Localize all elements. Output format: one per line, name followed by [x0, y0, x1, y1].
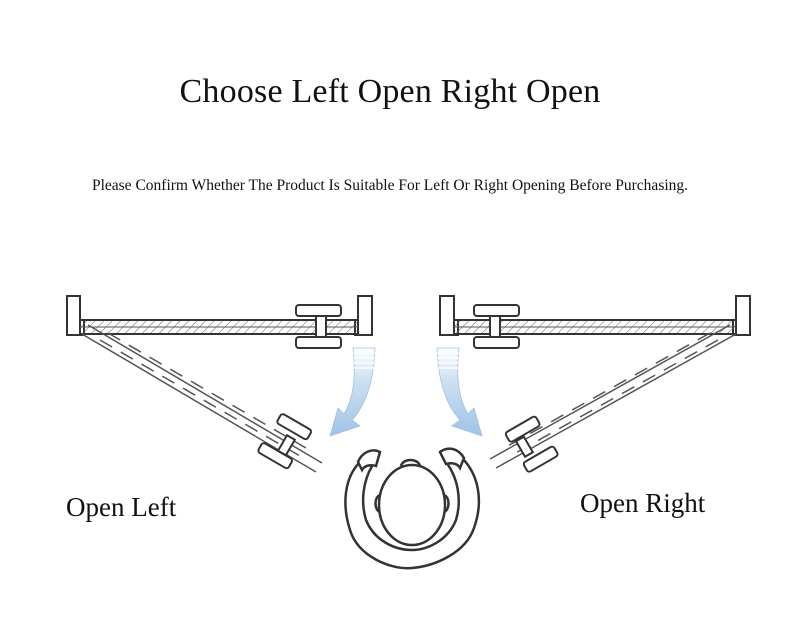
instruction-text: Please Confirm Whether The Product Is Su…	[91, 177, 689, 194]
open-right-label: Open Right	[580, 488, 706, 518]
open-left-label: Open Left	[66, 492, 177, 522]
person-top-view-icon	[344, 447, 481, 570]
right-handle-open	[504, 415, 559, 473]
page-title: Choose Left Open Right Open	[179, 73, 601, 110]
left-door-closed-panel	[79, 319, 359, 335]
left-swing-arrow	[329, 347, 376, 437]
right-handle-closed	[473, 304, 520, 349]
left-handle-open	[257, 413, 312, 470]
right-door-open-swing	[489, 324, 737, 469]
right-swing-arrow	[436, 347, 483, 437]
left-handle-closed	[295, 304, 342, 349]
left-door-open-swing	[81, 324, 323, 473]
